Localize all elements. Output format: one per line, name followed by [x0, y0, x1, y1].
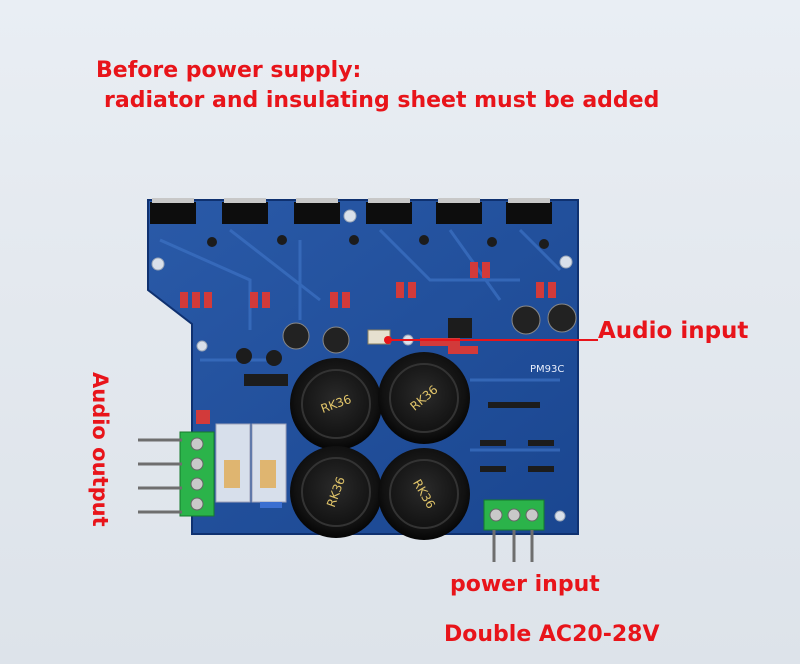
- warning-line-1: Before power supply:: [96, 58, 362, 83]
- pcb-traces: [159, 228, 562, 452]
- power-input-label: power input: [450, 572, 600, 597]
- small-components: [180, 235, 577, 508]
- model-label: PM93C: [530, 364, 564, 375]
- voltage-label: Double AC20-28V: [444, 622, 660, 647]
- power-input-terminal: [483, 499, 545, 562]
- audio-output-terminal: [138, 431, 215, 517]
- power-transistors: [150, 198, 552, 224]
- warning-line-2: radiator and insulating sheet must be ad…: [104, 88, 660, 113]
- audio-input-label: Audio input: [598, 318, 749, 344]
- audio-output-label: Audio output: [88, 372, 112, 527]
- filter-capacitors: RK36 RK36 RK36 RK36: [290, 352, 470, 540]
